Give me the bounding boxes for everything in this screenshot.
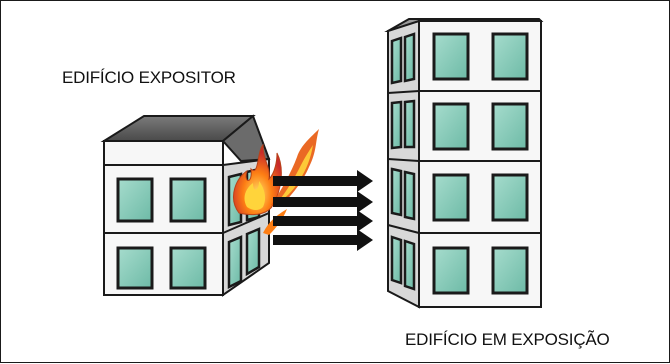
exposed-window [491, 102, 529, 151]
exposed-window [491, 32, 529, 81]
exposed-building [384, 18, 544, 309]
exposed-side-window [403, 170, 416, 221]
exposer-side-window [227, 235, 243, 290]
fire-icon [233, 129, 319, 235]
arrow-right-icon [273, 210, 373, 232]
exposed-side-window [390, 167, 403, 217]
exposer-front-upper [103, 140, 224, 166]
exposed-side-window [390, 235, 403, 285]
exposed-side-window [390, 100, 403, 150]
exposed-window [491, 173, 529, 222]
exposed-window [432, 32, 470, 81]
arrow-right-icon [273, 170, 373, 192]
exposed-window [432, 173, 470, 222]
exposed-building-label: EDIFÍCIO EM EXPOSIÇÃO [405, 330, 610, 349]
exposer-window [169, 246, 207, 290]
exposed-side-window [390, 36, 403, 85]
exposer-building-label: EDIFÍCIO EXPOSITOR [62, 68, 236, 87]
exposed-side-window [403, 32, 416, 83]
exposer-side-window [245, 227, 261, 277]
exposed-window [432, 246, 470, 295]
exposer-window [169, 177, 207, 223]
arrow-right-icon [273, 191, 373, 213]
arrow-right-icon [273, 229, 373, 251]
exposed-side-window [403, 99, 416, 149]
exposer-window [116, 177, 154, 223]
exposed-window [432, 102, 470, 151]
exposed-window [491, 246, 529, 295]
exposer-window [116, 246, 154, 290]
heat-arrows [273, 170, 373, 251]
exposed-side-window [403, 239, 416, 291]
